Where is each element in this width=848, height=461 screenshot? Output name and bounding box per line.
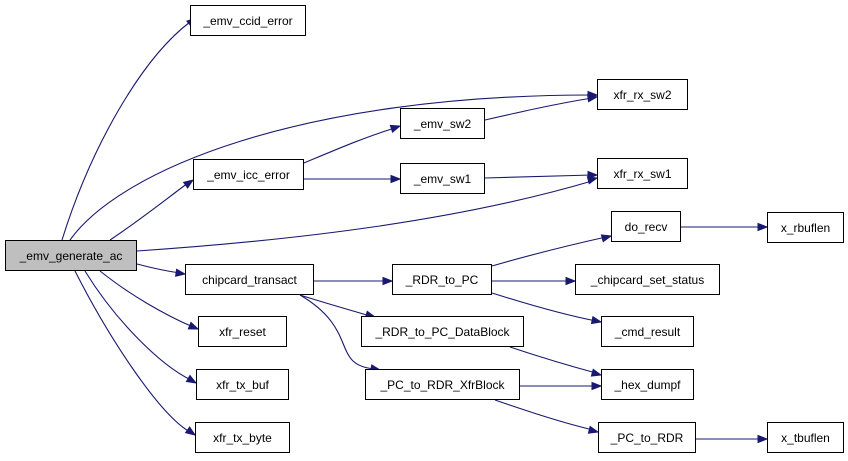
edge-emv-generate-ac-to-chipcard-transact-arrowhead (175, 268, 187, 277)
node-emv-sw2[interactable]: _emv_sw2 (400, 108, 485, 139)
edge-emv-generate-ac-to-emv-ccid-error (61, 21, 191, 241)
node-x-tbuflen[interactable]: x_tbuflen (767, 422, 844, 453)
node-x-rbuflen[interactable]: x_rbuflen (767, 212, 844, 243)
node-emv-ccid-error[interactable]: _emv_ccid_error (190, 5, 306, 36)
node-emv-sw1[interactable]: _emv_sw1 (400, 163, 485, 194)
edge-emv-generate-ac-to-xfr-tx-byte-arrowhead (184, 426, 197, 436)
edge-pc-to-rdr-xfrblock-to-pc-to-rdr (494, 399, 594, 431)
node-chipcard-transact[interactable]: chipcard_transact (185, 264, 314, 295)
edge-emv-sw1-to-xfr-rx-sw1 (484, 174, 593, 179)
node-xfr-reset[interactable]: xfr_reset (198, 316, 287, 347)
edge-emv-generate-ac-to-chipcard-transact (136, 263, 181, 274)
node-xfr-tx-buf[interactable]: xfr_tx_buf (196, 369, 289, 400)
edge-emv-generate-ac-to-xfr-reset (99, 270, 194, 328)
edge-emv-sw1-to-xfr-rx-sw1-arrowhead (587, 170, 599, 180)
edge-emv-generate-ac-to-emv-icc-error (109, 182, 189, 241)
edge-pc-to-rdr-xfrblock-to-hex-dumpf-arrowhead (591, 381, 603, 391)
edge-emv-generate-ac-to-xfr-tx-buf (84, 270, 192, 381)
node-pc-to-rdr-xfrblock[interactable]: _PC_to_RDR_XfrBlock (365, 369, 520, 400)
edge-emv-icc-error-to-emv-sw2 (303, 127, 396, 164)
node-pc-to-rdr[interactable]: _PC_to_RDR (598, 422, 696, 453)
edge-emv-generate-ac-to-xfr-rx-sw1-arrowhead (586, 176, 599, 185)
edge-rdr-to-pc-to-chipcard-set-status-arrowhead (565, 276, 577, 286)
edge-do-recv-to-x-rbuflen-arrowhead (757, 222, 769, 232)
edge-emv-sw2-to-xfr-rx-sw2 (484, 97, 593, 121)
edge-emv-generate-ac-to-xfr-tx-byte (74, 270, 191, 433)
edge-emv-generate-ac-to-xfr-reset-arrowhead (187, 321, 200, 330)
node-cmd-result[interactable]: _cmd_result (601, 316, 694, 347)
edge-rdr-to-pc-datablock-to-hex-dumpf (509, 346, 597, 374)
edge-emv-generate-ac-to-xfr-rx-sw1 (136, 180, 593, 252)
edge-emv-icc-error-to-emv-sw2-arrowhead (389, 124, 402, 133)
edge-emv-generate-ac-to-xfr-rx-sw2 (69, 94, 593, 241)
edge-rdr-to-pc-to-do-recv-arrowhead (600, 234, 613, 243)
edge-rdr-to-pc-to-do-recv (491, 236, 607, 267)
node-do-recv[interactable]: do_recv (611, 211, 681, 242)
node-chipcard-set-status[interactable]: _chipcard_set_status (575, 264, 720, 295)
edge-chipcard-transact-to-pc-to-rdr-xfrblock (299, 294, 376, 370)
node-hex-dumpf[interactable]: _hex_dumpf (601, 369, 694, 400)
edge-emv-generate-ac-to-emv-icc-error-arrowhead (182, 179, 195, 189)
edge-emv-icc-error-to-emv-sw1-arrowhead (390, 174, 402, 184)
edge-rdr-to-pc-to-cmd-result-arrowhead (590, 315, 603, 325)
edge-rdr-to-pc-datablock-to-hex-dumpf-arrowhead (590, 368, 603, 377)
node-rdr-to-pc-datablock[interactable]: _RDR_to_PC_DataBlock (361, 316, 524, 347)
edge-emv-sw2-to-xfr-rx-sw2-arrowhead (587, 94, 599, 103)
node-xfr-tx-byte[interactable]: xfr_tx_byte (195, 422, 290, 453)
node-xfr-rx-sw1[interactable]: xfr_rx_sw1 (597, 158, 688, 189)
edge-pc-to-rdr-xfrblock-to-pc-to-rdr-arrowhead (587, 425, 600, 434)
edge-chipcard-transact-to-rdr-to-pc-arrowhead (382, 276, 394, 286)
node-rdr-to-pc[interactable]: _RDR_to_PC (392, 264, 492, 295)
edge-pc-to-rdr-to-x-tbuflen-arrowhead (757, 434, 769, 444)
edge-emv-generate-ac-to-xfr-tx-buf-arrowhead (185, 374, 198, 384)
node-emv-icc-error[interactable]: _emv_icc_error (193, 159, 304, 190)
node-xfr-rx-sw2[interactable]: xfr_rx_sw2 (597, 79, 688, 110)
edge-chipcard-transact-to-rdr-to-pc-datablock (299, 294, 371, 317)
edge-rdr-to-pc-to-cmd-result (491, 292, 597, 322)
node-emv-generate-ac: _emv_generate_ac (5, 240, 137, 271)
